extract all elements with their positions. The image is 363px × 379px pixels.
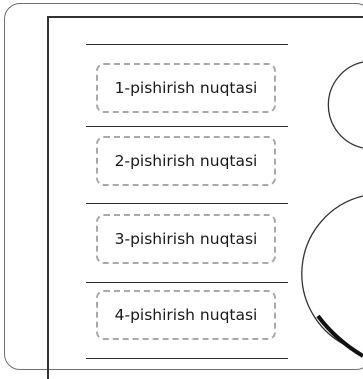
lower-burner-ring <box>301 195 363 349</box>
cooktop-top-edge <box>47 16 363 18</box>
cooking-zone-2-label: 2-pishirish nuqtasi <box>114 152 258 170</box>
upper-burner-ring <box>327 61 363 149</box>
cooking-zone-1-label: 1-pishirish nuqtasi <box>114 79 258 97</box>
zone-separator-5 <box>86 358 288 360</box>
cooking-zone-4: 4-pishirish nuqtasi <box>96 290 276 340</box>
cooking-zone-3: 3-pishirish nuqtasi <box>96 214 276 264</box>
lower-burner-arc-thick <box>316 314 363 358</box>
zone-separator-3 <box>86 203 288 205</box>
cooking-zone-1: 1-pishirish nuqtasi <box>96 63 276 113</box>
cooktop-left-edge <box>47 16 49 379</box>
cooking-zone-4-label: 4-pishirish nuqtasi <box>114 306 258 324</box>
zone-separator-1 <box>86 44 288 46</box>
cooking-zone-2: 2-pishirish nuqtasi <box>96 136 276 186</box>
cooktop-outline <box>4 3 363 370</box>
zone-separator-2 <box>86 126 288 128</box>
cooking-zone-3-label: 3-pishirish nuqtasi <box>114 230 258 248</box>
zone-separator-4 <box>86 282 288 284</box>
